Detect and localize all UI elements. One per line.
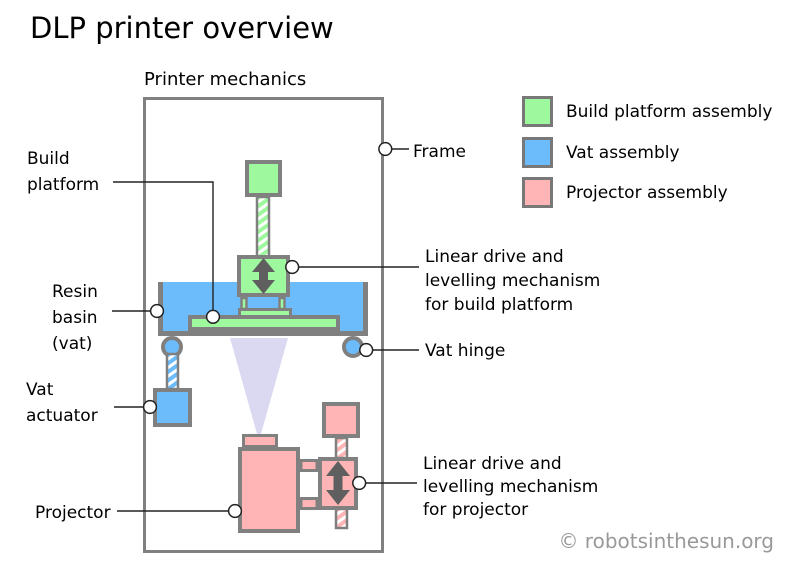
legend-swatch-projector xyxy=(522,177,553,208)
page-title: DLP printer overview xyxy=(30,11,334,45)
callout-vat-hinge: Vat hinge xyxy=(425,341,506,361)
projector-motor xyxy=(322,402,360,438)
projection-beam xyxy=(230,338,288,441)
callout-resin-basin: Resin basin (vat) xyxy=(52,282,98,354)
marker-resin-basin xyxy=(149,303,165,319)
printer-mechanics-label: Printer mechanics xyxy=(144,69,307,90)
platform-leg-left xyxy=(240,296,248,311)
marker-vat-actuator xyxy=(142,399,158,415)
legend-item-projector-assembly: Projector assembly xyxy=(522,177,728,208)
marker-vat-hinge xyxy=(359,342,374,358)
legend-item-build-platform-assembly: Build platform assembly xyxy=(522,96,772,127)
watermark: © robotsinthesun.org xyxy=(558,529,774,553)
projector-bracket-bottom xyxy=(299,497,319,510)
marker-linear-drive-bp xyxy=(285,259,300,275)
projector-lens xyxy=(242,434,278,448)
up-down-arrow-icon xyxy=(252,258,275,294)
vat-actuator-box xyxy=(153,388,192,427)
callout-markers xyxy=(142,141,393,519)
projector-bracket-top xyxy=(299,459,319,472)
projector-screw-lower xyxy=(334,507,349,530)
projector-screw-upper xyxy=(334,436,349,460)
leader-lines xyxy=(112,148,419,512)
printer-frame xyxy=(143,97,384,553)
legend-label: Projector assembly xyxy=(566,182,728,203)
marker-linear-drive-proj xyxy=(352,475,367,491)
platform-leg-right xyxy=(278,296,286,311)
legend-label: Vat assembly xyxy=(566,142,680,163)
build-platform-motor xyxy=(245,160,282,197)
marker-build-platform xyxy=(205,309,221,324)
up-down-arrow-icon xyxy=(326,461,350,505)
build-platform-lead-screw xyxy=(255,195,271,261)
vat-hinge-right xyxy=(342,336,364,358)
build-platform-plate xyxy=(188,315,340,331)
callout-linear-drive-projector: Linear drive and levelling mechanism for… xyxy=(423,454,599,520)
callout-frame: Frame xyxy=(413,142,466,162)
legend-label: Build platform assembly xyxy=(566,101,773,122)
callout-projector: Projector xyxy=(35,503,111,523)
callout-linear-drive-build-platform: Linear drive and levelling mechanism for… xyxy=(425,247,601,315)
leader-build-platform xyxy=(113,181,214,311)
legend-swatch-build-platform xyxy=(522,96,553,127)
vat-actuator-screw xyxy=(165,352,180,391)
projector-body xyxy=(238,447,300,533)
legend-swatch-vat xyxy=(522,137,553,168)
callout-build-platform: Build platform xyxy=(27,149,100,195)
marker-projector xyxy=(227,503,243,519)
marker-frame xyxy=(378,141,393,157)
callout-vat-actuator: Vat actuator xyxy=(26,380,98,426)
legend-item-vat-assembly: Vat assembly xyxy=(522,137,680,168)
